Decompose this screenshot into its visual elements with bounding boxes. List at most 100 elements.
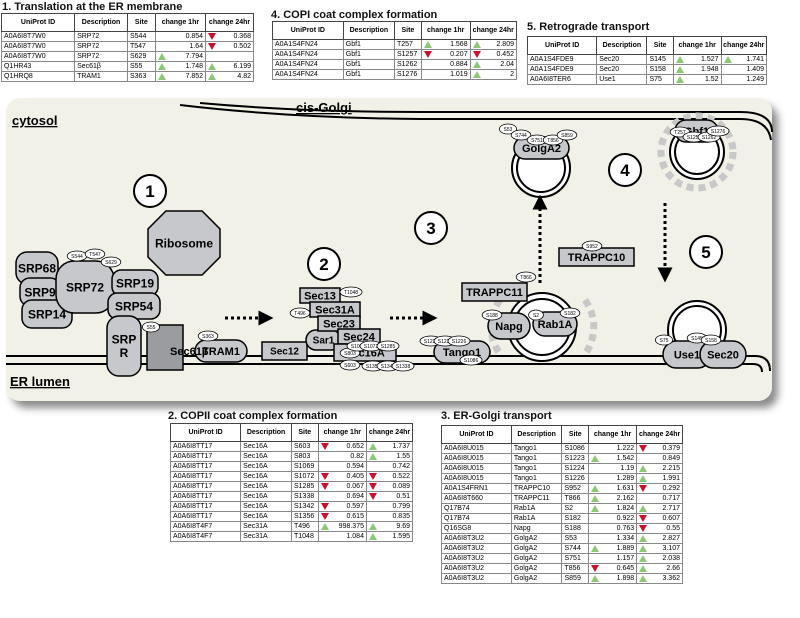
svg-text:2: 2 xyxy=(319,255,328,274)
phospho-site-srp72: T547 xyxy=(84,248,106,260)
increase-triangle-icon xyxy=(208,63,217,70)
phospho-site-srp72: S629 xyxy=(100,256,122,268)
increase-triangle-icon xyxy=(368,453,377,460)
increase-triangle-icon xyxy=(639,565,648,572)
change-1hr-cell: 0.884 xyxy=(420,59,471,70)
svg-text:1: 1 xyxy=(145,182,154,201)
phospho-site-sec61b: S55 xyxy=(141,321,160,333)
svg-text:S1356: S1356 xyxy=(366,364,381,370)
change-1hr-cell: 1.748 xyxy=(154,61,207,72)
increase-triangle-icon xyxy=(639,555,648,562)
change-value: 2.66 xyxy=(666,565,680,572)
protein-tram1: TRAM1 xyxy=(194,339,248,363)
svg-text:4: 4 xyxy=(620,161,630,180)
uniprot-id-cell: Q16SG8 xyxy=(441,523,512,534)
change-value: 1.595 xyxy=(392,533,410,540)
change-value: 0.379 xyxy=(662,445,680,452)
change-value: 1.409 xyxy=(746,66,764,73)
change-1hr-cell: 0.207 xyxy=(420,49,471,60)
site-cell: S1224 xyxy=(561,463,589,474)
change-24hr-cell: 0.849 xyxy=(636,453,683,464)
svg-text:S2: S2 xyxy=(533,313,539,319)
change-value: 0.368 xyxy=(233,33,251,40)
description-cell: Tango1 xyxy=(510,463,563,474)
increase-triangle-icon xyxy=(639,465,648,472)
change-value: 1.568 xyxy=(450,41,468,48)
column-header: UniProt ID xyxy=(441,425,512,444)
uniprot-id-cell: A0A6I8T7W0 xyxy=(0,51,76,62)
change-24hr-cell: 0.607 xyxy=(636,513,683,524)
change-value: 1.542 xyxy=(616,455,635,462)
site-cell: S803 xyxy=(290,451,319,462)
site-cell: S1226 xyxy=(561,473,589,484)
change-value: 1.737 xyxy=(392,443,410,450)
description-cell: Sec31A xyxy=(240,521,292,532)
column-header: change 1hr xyxy=(587,425,638,444)
change-24hr-cell: 1.595 xyxy=(365,531,414,542)
change-24hr-cell: 1.741 xyxy=(720,54,768,65)
uniprot-id-cell: Q17B74 xyxy=(441,513,512,524)
change-value: 0.522 xyxy=(392,473,410,480)
change-value: 0.594 xyxy=(346,463,364,470)
site-cell: S1342 xyxy=(290,501,319,512)
change-value: 0.51 xyxy=(396,493,410,500)
decrease-triangle-icon xyxy=(472,51,481,58)
site-cell: S75 xyxy=(646,74,674,85)
description-cell: Sec16A xyxy=(240,441,292,452)
uniprot-id-cell: A0A6I8TT17 xyxy=(169,491,242,502)
description-cell: TRAM1 xyxy=(74,71,128,82)
site-cell: T856 xyxy=(561,563,589,574)
svg-text:Sec31A: Sec31A xyxy=(315,304,355,316)
decrease-triangle-icon xyxy=(320,473,329,480)
phospho-site-gbf1: S1276 xyxy=(706,125,730,137)
change-value: 1.52 xyxy=(704,76,719,83)
change-1hr-cell: 1.157 xyxy=(587,553,638,564)
column-header: Site xyxy=(126,13,156,32)
change-value: 0.089 xyxy=(392,483,410,490)
increase-triangle-icon xyxy=(590,455,599,462)
site-cell: S182 xyxy=(561,513,589,524)
column-header: UniProt ID xyxy=(0,13,76,32)
decrease-triangle-icon xyxy=(208,33,217,40)
description-cell: GolgA2 xyxy=(510,543,563,554)
site-cell: T547 xyxy=(126,41,156,52)
description-cell: Use1 xyxy=(596,74,648,85)
svg-text:T1048: T1048 xyxy=(344,290,358,296)
uniprot-id-cell: A0A6I8T3U2 xyxy=(441,553,512,564)
change-1hr-cell: 1.542 xyxy=(587,453,638,464)
site-cell: S629 xyxy=(126,51,156,62)
protein-srp19: SRP19 xyxy=(111,269,159,297)
svg-text:S952: S952 xyxy=(586,244,598,250)
change-value: 0.799 xyxy=(392,503,410,510)
change-value: 1.249 xyxy=(746,76,764,83)
change-value: 1.824 xyxy=(616,505,635,512)
change-24hr-cell: 0.452 xyxy=(469,49,518,60)
change-value: 1.527 xyxy=(701,56,719,63)
site-cell: S544 xyxy=(126,31,156,42)
change-24hr-cell: 0.379 xyxy=(636,443,683,454)
change-1hr-cell: 0.594 xyxy=(317,461,367,472)
increase-triangle-icon xyxy=(320,523,329,530)
increase-triangle-icon xyxy=(590,505,599,512)
change-1hr-cell: 1.222 xyxy=(587,443,638,454)
site-cell: S744 xyxy=(561,543,589,554)
decrease-triangle-icon xyxy=(639,525,648,532)
change-value: 1.741 xyxy=(746,56,764,63)
svg-text:S629: S629 xyxy=(105,260,117,266)
description-cell: Tango1 xyxy=(510,443,563,454)
change-value: 1.222 xyxy=(616,445,635,452)
change-value: 0.597 xyxy=(346,503,364,510)
change-1hr-cell: 1.019 xyxy=(420,69,471,80)
decrease-triangle-icon xyxy=(639,445,648,452)
svg-text:T547: T547 xyxy=(89,252,101,258)
svg-text:S1338: S1338 xyxy=(396,364,411,370)
change-value: 0.292 xyxy=(662,485,680,492)
